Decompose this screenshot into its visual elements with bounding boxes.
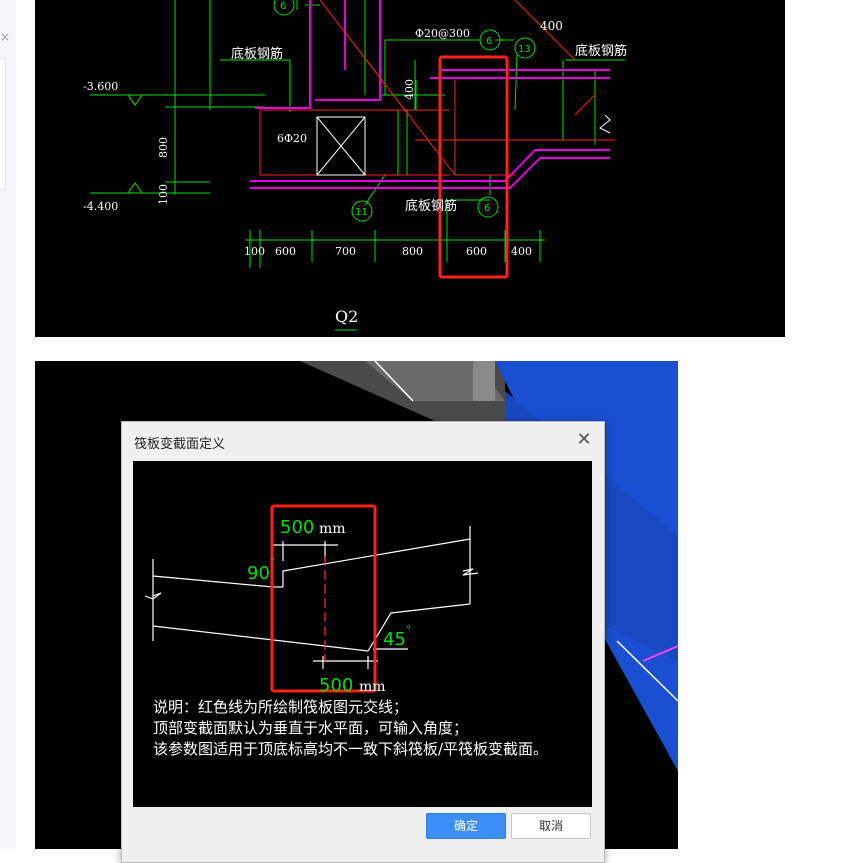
angle-90: 90 <box>247 563 270 584</box>
highlight-box-top <box>438 55 509 279</box>
degree-90: ° <box>270 557 275 568</box>
dim-100-vertical: 100 <box>157 184 170 205</box>
diagram-svg: 500 mm 90 ° 45 ° 500 mm <box>144 504 479 696</box>
label-floor-rebar-left: 底板钢筋 <box>231 46 283 62</box>
bottom-dim-6: 400 <box>511 245 532 258</box>
elev-upper: -3.600 <box>83 80 118 93</box>
dim-800-vertical: 800 <box>157 137 170 158</box>
dim-bottom-unit: mm <box>359 679 386 695</box>
rebar-spec: Φ20@300 <box>415 27 470 40</box>
highlight-box-dialog <box>270 504 377 693</box>
left-rail: × <box>0 0 16 849</box>
bottom-dim-1: 100 <box>244 245 265 258</box>
tag-11: 11 <box>355 207 368 218</box>
close-icon[interactable]: ✕ <box>576 429 592 450</box>
ok-button[interactable]: 确定 <box>426 813 506 839</box>
bottom-dim-2: 600 <box>275 245 296 258</box>
tag-6-bottom: 6 <box>484 203 490 214</box>
cad-drawing-top: -3.600 -4.400 800 100 400 400 Φ20@300 6Φ… <box>35 0 785 337</box>
tag-13: 13 <box>518 44 531 55</box>
note-line-3: 该参数图适用于顶底标高均不一致下斜筏板/平筏板变截面。 <box>153 740 549 758</box>
rail-mark: × <box>0 30 11 44</box>
dim-top-unit: mm <box>319 521 346 537</box>
dialog-title-bar[interactable]: 筏板变截面定义 ✕ <box>122 422 604 458</box>
bottom-dim-3: 700 <box>335 245 356 258</box>
elev-lower: -4.400 <box>83 200 118 213</box>
note-line-2: 顶部变截面默认为垂直于水平面，可输入角度； <box>153 719 469 737</box>
rebar-6: 6Φ20 <box>277 132 307 145</box>
bottom-dim-5: 600 <box>466 245 487 258</box>
label-floor-rebar-right: 底板钢筋 <box>575 43 627 59</box>
angle-45: 45 <box>383 629 406 650</box>
dim-400-top: 400 <box>540 19 563 33</box>
degree-45: ° <box>406 625 411 636</box>
diagram-canvas: 500 mm 90 ° 45 ° 500 mm 说明：红色线为所绘制筏板图元交线… <box>133 461 592 807</box>
dim-top-value: 500 <box>280 517 314 538</box>
cad-top-svg: -3.600 -4.400 800 100 400 400 Φ20@300 6Φ… <box>83 0 627 331</box>
rail-panel <box>0 58 6 190</box>
dim-400-vertical: 400 <box>403 79 416 100</box>
note-line-1: 说明：红色线为所绘制筏板图元交线； <box>153 698 409 716</box>
raft-section-dialog: 筏板变截面定义 ✕ <box>121 421 605 863</box>
dialog-title: 筏板变截面定义 <box>134 437 226 452</box>
tag-6-top: 6 <box>280 1 286 12</box>
section-label: Q2 <box>335 307 358 326</box>
label-floor-rebar-bottom: 底板钢筋 <box>405 198 457 214</box>
bottom-dim-4: 800 <box>402 245 423 258</box>
cancel-button[interactable]: 取消 <box>511 813 591 839</box>
dim-bottom-value: 500 <box>319 675 353 696</box>
tag-6-mid: 6 <box>486 36 492 47</box>
